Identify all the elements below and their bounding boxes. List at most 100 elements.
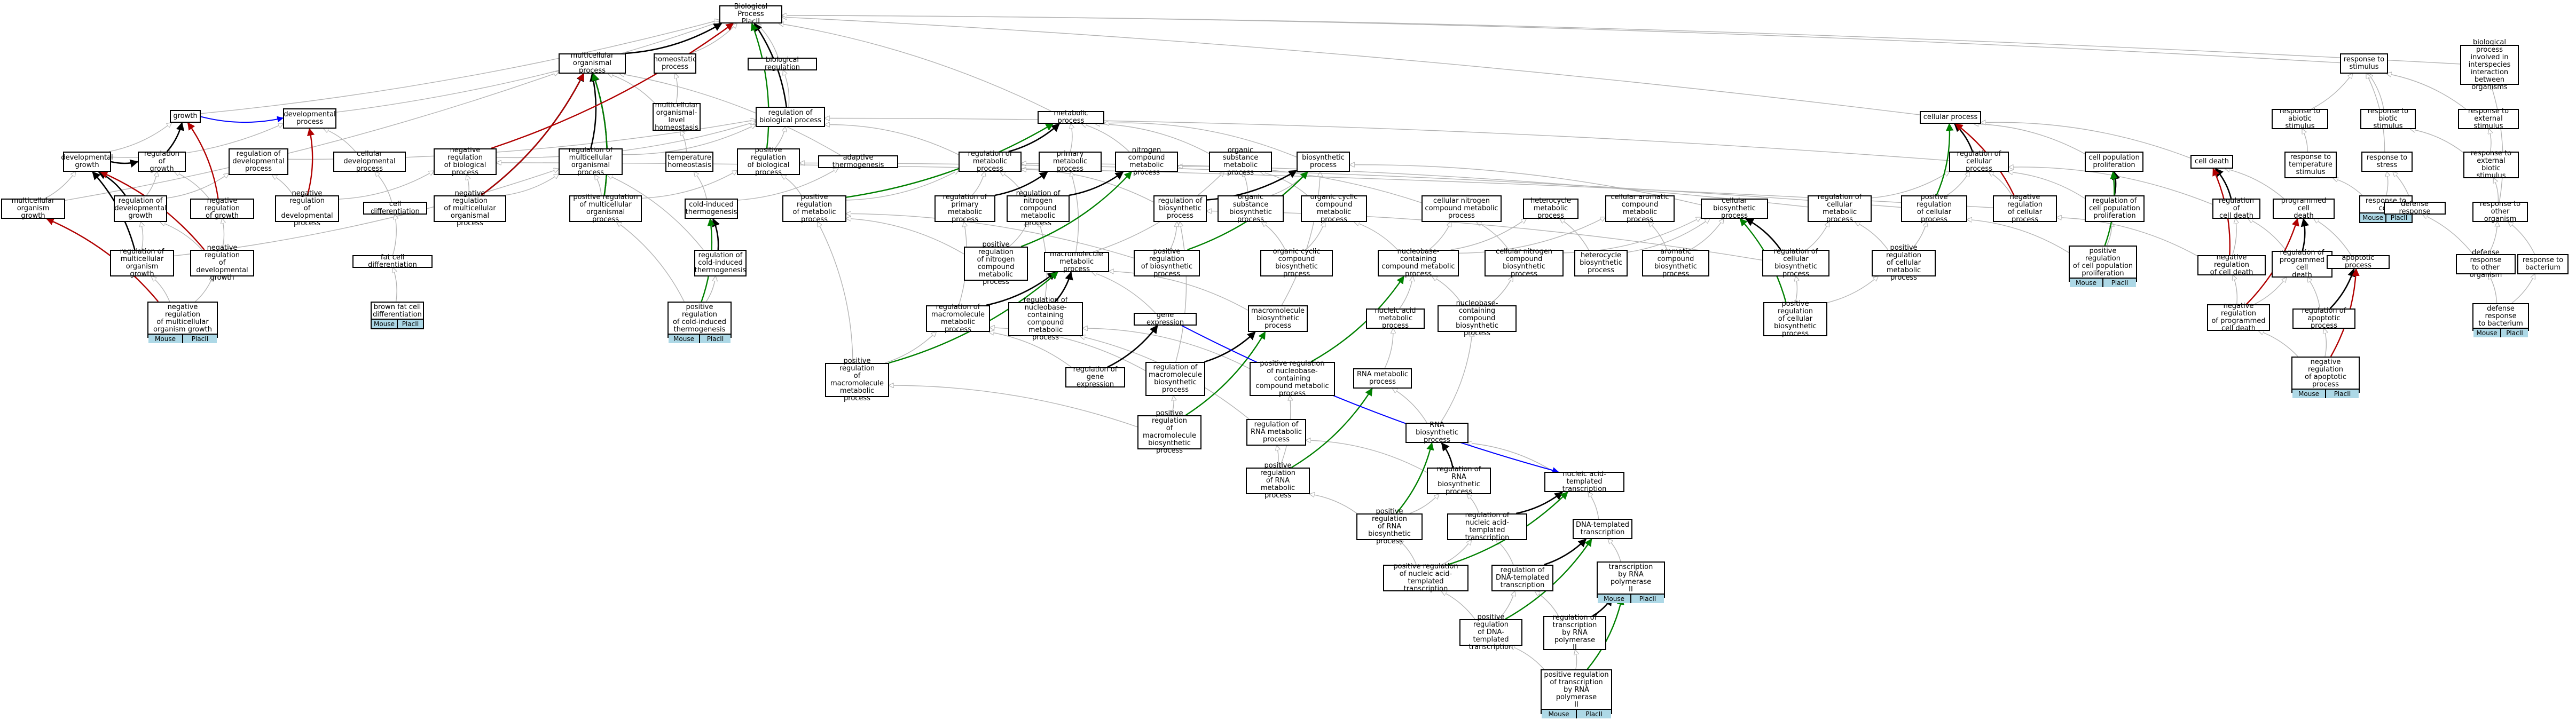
term-node-regncmp[interactable]: regulation of nitrogen compound metaboli… bbox=[1007, 190, 1070, 227]
term-node-temph[interactable]: temperature homeostasis bbox=[665, 152, 713, 172]
term-node-cellp[interactable]: cellular process bbox=[1920, 111, 1981, 124]
term-node-regprim[interactable]: regulation of primary metabolic process bbox=[934, 194, 995, 224]
term-node-external[interactable]: response to external stimulus bbox=[2458, 108, 2519, 130]
term-node-nucbio[interactable]: nucleobase-containing compound biosynthe… bbox=[1438, 300, 1517, 337]
term-node-regdev[interactable]: regulation of developmental process bbox=[229, 148, 288, 175]
term-node-negmog[interactable]: negative regulation of multicellular org… bbox=[147, 302, 218, 343]
term-node-coldtherm[interactable]: cold-induced thermogenesis bbox=[685, 199, 738, 219]
term-node-orgsub[interactable]: organic substance metabolic process bbox=[1209, 147, 1272, 177]
term-node-extbiotic[interactable]: response to external biotic stimulus bbox=[2463, 150, 2519, 180]
term-node-resp[interactable]: response to stimulus bbox=[2340, 53, 2388, 74]
term-node-negdevg[interactable]: negative regulation of developmental gro… bbox=[190, 244, 254, 282]
term-node-regcold[interactable]: regulation of cold-induced thermogenesis bbox=[694, 250, 747, 276]
term-node-defother[interactable]: defense response to other organism bbox=[2456, 249, 2516, 279]
term-node-regnuc[interactable]: regulation of nucleobase-containing comp… bbox=[1008, 297, 1083, 342]
term-node-pospol2[interactable]: positive regulation of transcription by … bbox=[1541, 669, 1612, 718]
term-node-devg[interactable]: developmental growth bbox=[61, 152, 113, 172]
term-node-bp[interactable]: Biological Process PlacII bbox=[719, 3, 782, 26]
term-node-cellnitmet[interactable]: cellular nitrogen compound metabolic pro… bbox=[1421, 195, 1502, 222]
term-node-regbp[interactable]: regulation of biological process bbox=[756, 107, 825, 127]
term-node-poscpp[interactable]: positive regulation of cell population p… bbox=[2069, 246, 2137, 287]
term-node-metab[interactable]: metabolic process bbox=[1038, 110, 1104, 125]
term-node-celldiff[interactable]: cell differentiation bbox=[363, 201, 427, 216]
term-node-orgsubbio[interactable]: organic substance biosynthetic process bbox=[1218, 194, 1284, 224]
term-node-regrnabio[interactable]: regulation of RNA biosynthetic process bbox=[1427, 466, 1491, 496]
term-node-negbp[interactable]: negative regulation of biological proces… bbox=[434, 147, 497, 177]
term-node-orgcyc[interactable]: organic cyclic compound metabolic proces… bbox=[1301, 194, 1367, 224]
term-node-stress[interactable]: response to stress bbox=[2361, 152, 2413, 172]
term-node-homeo[interactable]: homeostatic process bbox=[654, 53, 696, 74]
term-node-reggene[interactable]: regulation of gene expression bbox=[1065, 366, 1125, 389]
term-node-poscellbio[interactable]: positive regulation of cellular biosynth… bbox=[1763, 300, 1827, 338]
term-node-regcellbio[interactable]: regulation of cellular biosynthetic proc… bbox=[1762, 248, 1829, 278]
term-node-growth[interactable]: growth bbox=[170, 110, 201, 123]
term-node-regmacro[interactable]: regulation of macromolecule metabolic pr… bbox=[926, 304, 990, 334]
term-node-adapt[interactable]: adaptive thermogenesis bbox=[818, 154, 898, 169]
term-node-regbio[interactable]: regulation of biosynthetic process bbox=[1153, 195, 1207, 222]
term-node-pcd[interactable]: programmed cell death bbox=[2273, 197, 2335, 220]
term-node-devp[interactable]: developmental process bbox=[283, 108, 336, 129]
term-node-regdevg[interactable]: regulation of developmental growth bbox=[114, 195, 167, 222]
term-node-ncmp[interactable]: nitrogen compound metabolic process bbox=[1115, 147, 1178, 177]
term-node-primmet[interactable]: primary metabolic process bbox=[1039, 151, 1102, 173]
term-node-posncmp[interactable]: positive regulation of nitrogen compound… bbox=[964, 241, 1028, 286]
term-node-rnabio[interactable]: RNA biosynthetic process bbox=[1405, 422, 1468, 444]
term-node-celldev[interactable]: cellular developmental process bbox=[333, 151, 406, 173]
term-node-regnatx[interactable]: regulation of nucleic acid-templated tra… bbox=[1447, 512, 1527, 542]
term-node-regmacrobio[interactable]: regulation of macromolecule biosynthetic… bbox=[1145, 362, 1205, 396]
term-node-orgcycbio[interactable]: organic cyclic compound biosynthetic pro… bbox=[1260, 248, 1333, 278]
term-node-regcellmet[interactable]: regulation of cellular metabolic process bbox=[1808, 194, 1872, 224]
term-node-regmet[interactable]: regulation of metabolic process bbox=[959, 151, 1022, 173]
term-node-molh[interactable]: multicellular organismal-level homeostas… bbox=[653, 102, 701, 132]
term-node-posmacrobio[interactable]: positive regulation of macromolecule bio… bbox=[1137, 410, 1201, 455]
term-node-regrnamet[interactable]: regulation of RNA metabolic process bbox=[1246, 419, 1306, 446]
term-node-regcp[interactable]: regulation of cellular process bbox=[1949, 151, 2009, 173]
term-node-posbp[interactable]: positive regulation of biological proces… bbox=[737, 147, 800, 177]
term-node-interorg[interactable]: biological process involved in interspec… bbox=[2460, 38, 2519, 91]
term-node-posrnamet[interactable]: positive regulation of RNA metabolic pro… bbox=[1246, 462, 1310, 500]
term-node-negmop[interactable]: negative regulation of multicellular org… bbox=[434, 190, 506, 227]
term-node-regapop[interactable]: regulation of apoptotic process bbox=[2292, 307, 2355, 330]
term-node-breg[interactable]: biological regulation bbox=[748, 57, 817, 72]
term-node-bacterium[interactable]: response to bacterium bbox=[2517, 254, 2569, 274]
term-node-celarom[interactable]: cellular aromatic compound metabolic pro… bbox=[1605, 194, 1675, 224]
term-node-geneexp[interactable]: gene expression bbox=[1134, 312, 1197, 327]
term-node-negcd[interactable]: negative regulation of cell death bbox=[2197, 254, 2266, 276]
term-node-arombio[interactable]: aromatic compound biosynthetic process bbox=[1642, 248, 1709, 278]
term-node-celldeath[interactable]: cell death bbox=[2190, 155, 2233, 169]
term-node-posmet[interactable]: positive regulation of metabolic process bbox=[782, 194, 846, 224]
term-node-cnit[interactable]: cellular nitrogen compound biosynthetic … bbox=[1485, 248, 1564, 278]
term-node-defense[interactable]: defense response bbox=[2384, 201, 2446, 216]
term-node-negcp[interactable]: negative regulation of cellular process bbox=[1993, 194, 2057, 224]
term-node-otherorg[interactable]: response to other organism bbox=[2472, 201, 2528, 223]
term-node-biosyn[interactable]: biosynthetic process bbox=[1297, 152, 1350, 172]
term-node-posdnatx[interactable]: positive regulation of DNA-templated tra… bbox=[1459, 614, 1522, 651]
term-node-regpol2[interactable]: regulation of transcription by RNA polym… bbox=[1543, 614, 1606, 652]
term-node-nucacidtx[interactable]: nucleic acid-templated transcription bbox=[1544, 471, 1624, 493]
term-node-macro[interactable]: macromolecule metabolic process bbox=[1044, 251, 1109, 273]
term-node-abiotic[interactable]: response to abiotic stimulus bbox=[2272, 108, 2328, 130]
term-node-posmacro[interactable]: positive regulation of macromolecule met… bbox=[825, 358, 889, 402]
term-node-dnatx[interactable]: DNA-templated transcription bbox=[1573, 519, 1632, 539]
term-node-apop[interactable]: apoptotic process bbox=[2327, 255, 2390, 270]
term-node-posbio[interactable]: positive regulation of biosynthetic proc… bbox=[1134, 248, 1200, 278]
term-node-poscellmet[interactable]: positive regulation of cellular metaboli… bbox=[1872, 244, 1936, 282]
term-node-regdnatx[interactable]: regulation of DNA-templated transcriptio… bbox=[1491, 565, 1553, 591]
term-node-regcpp[interactable]: regulation of cell population proliferat… bbox=[2085, 195, 2145, 222]
term-node-negdev[interactable]: negative regulation of developmental pro… bbox=[275, 190, 339, 227]
term-node-mop[interactable]: multicellular organismal process bbox=[559, 52, 626, 75]
term-node-poscold[interactable]: positive regulation of cold-induced ther… bbox=[667, 302, 732, 343]
term-node-tempstim[interactable]: response to temperature stimulus bbox=[2284, 152, 2337, 178]
term-node-fatdiff[interactable]: fat cell differentiation bbox=[352, 254, 433, 269]
term-node-poscp[interactable]: positive regulation of cellular process bbox=[1901, 194, 1967, 224]
term-node-negapop[interactable]: negative regulation of apoptotic process… bbox=[2291, 357, 2360, 398]
term-node-regmop[interactable]: regulation of multicellular organismal p… bbox=[559, 147, 623, 177]
term-node-hetbio[interactable]: heterocycle biosynthetic process bbox=[1574, 250, 1628, 276]
term-node-mog[interactable]: multicellular organism growth bbox=[1, 197, 65, 220]
term-node-cpp[interactable]: cell population proliferation bbox=[2085, 152, 2143, 172]
term-node-neggr[interactable]: negative regulation of growth bbox=[190, 197, 254, 220]
term-node-posnuc[interactable]: positive regulation of nucleobase-contai… bbox=[1250, 360, 1335, 398]
term-node-posrnabio[interactable]: positive regulation of RNA biosynthetic … bbox=[1356, 508, 1423, 545]
